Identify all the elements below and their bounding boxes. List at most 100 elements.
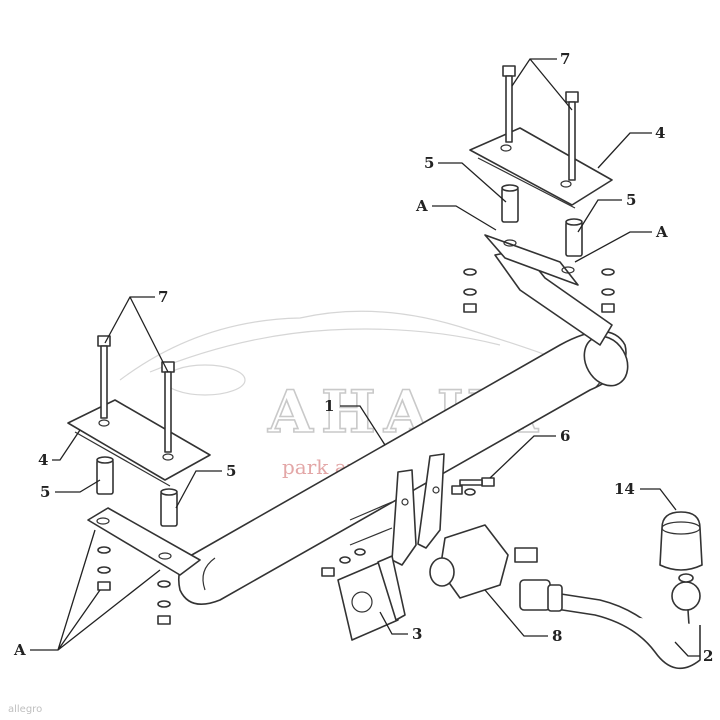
spacer-right-2-top bbox=[565, 218, 583, 226]
leader-Ab bbox=[574, 231, 652, 263]
spacers-right bbox=[501, 184, 583, 257]
spacers-left bbox=[96, 456, 178, 527]
label-8: 8 bbox=[552, 627, 562, 645]
watermark-car-window bbox=[149, 328, 501, 373]
washer-l2 bbox=[97, 566, 111, 574]
washer-r1 bbox=[463, 268, 477, 276]
right-side-arm bbox=[484, 234, 613, 346]
leader-3 bbox=[379, 611, 408, 635]
right-plate-ridge bbox=[477, 157, 576, 209]
socket-plate bbox=[337, 555, 406, 641]
watermark-car-wheel bbox=[164, 364, 246, 396]
nut-r1 bbox=[463, 303, 477, 313]
label-A-top-right: A bbox=[655, 223, 668, 241]
label-4-left: 4 bbox=[38, 451, 48, 469]
tow-bracket bbox=[349, 453, 445, 566]
bolt-shank-l-1 bbox=[100, 345, 108, 419]
bolts-top-right bbox=[502, 65, 579, 181]
bolt-set-6 bbox=[321, 477, 495, 577]
upper-right-plate bbox=[469, 127, 613, 209]
right-plate-hole-1 bbox=[503, 239, 517, 247]
label-2: 2 bbox=[703, 647, 713, 665]
watermark-car-roof bbox=[119, 310, 561, 381]
washer-l4 bbox=[157, 600, 171, 608]
spacer-right-1 bbox=[501, 187, 519, 223]
neck-arm-inner bbox=[529, 604, 701, 670]
label-3: 3 bbox=[412, 625, 422, 643]
left-plate-hole-2 bbox=[158, 552, 172, 560]
label-1: 1 bbox=[324, 397, 334, 415]
bracket-stays bbox=[349, 501, 393, 546]
neck-mount-block bbox=[519, 579, 551, 611]
label-A-left: A bbox=[13, 641, 26, 659]
label-14: 14 bbox=[614, 480, 635, 498]
leader-4a bbox=[597, 132, 652, 169]
leader-Aa bbox=[432, 205, 497, 231]
label-A-top-left: A bbox=[415, 197, 428, 215]
part-labels: 7 4 5 5 A A 7 4 5 5 A 1 6 3 8 14 2 bbox=[13, 50, 713, 665]
washer-l3 bbox=[157, 580, 171, 588]
right-mount-plate-a bbox=[484, 234, 579, 286]
leader-lines bbox=[30, 58, 700, 657]
leader-Ac bbox=[30, 529, 161, 651]
upper-left-plate bbox=[67, 399, 211, 487]
bolt-head-tr-1 bbox=[502, 65, 516, 77]
leader-14 bbox=[640, 488, 677, 511]
label-5-top-right: 5 bbox=[626, 191, 636, 209]
left-lower-plate bbox=[87, 507, 201, 576]
cross-beam bbox=[177, 330, 629, 606]
tow-ball bbox=[671, 581, 701, 611]
cross-beam-left-end bbox=[202, 557, 216, 591]
leader-1 bbox=[340, 405, 386, 446]
label-7-left: 7 bbox=[158, 288, 168, 306]
washer-r3 bbox=[601, 268, 615, 276]
left-plate-bolt-hole-1 bbox=[98, 419, 110, 427]
leader-5a bbox=[438, 162, 507, 203]
left-plate-bolt-hole-2 bbox=[162, 453, 174, 461]
bracket-hole-1 bbox=[401, 498, 409, 506]
leader-8 bbox=[484, 589, 548, 637]
tow-ball-neck bbox=[519, 573, 701, 670]
washer-lower-1 bbox=[339, 556, 351, 564]
leader-5c bbox=[55, 479, 101, 493]
leader-4b bbox=[52, 429, 81, 461]
socket-face bbox=[429, 557, 455, 587]
washer-l1 bbox=[97, 546, 111, 554]
socket-plate-hole bbox=[351, 591, 373, 613]
label-5-left: 5 bbox=[40, 483, 50, 501]
tow-ball-stem bbox=[678, 573, 694, 583]
ball-cover bbox=[659, 511, 703, 571]
spacer-left-2 bbox=[160, 491, 178, 527]
nut-6 bbox=[451, 485, 463, 495]
bolt-shank-tr-1 bbox=[505, 75, 513, 143]
nuts-left bbox=[97, 546, 171, 625]
washer-r4 bbox=[601, 288, 615, 296]
left-plate-hole-1 bbox=[96, 517, 110, 525]
leader-5b bbox=[577, 199, 622, 233]
washer-lower-2 bbox=[354, 548, 366, 556]
label-4-top: 4 bbox=[655, 124, 665, 142]
leader-2 bbox=[674, 641, 700, 657]
label-6: 6 bbox=[560, 427, 570, 445]
left-mount-plate bbox=[87, 507, 201, 576]
label-5-left-right: 5 bbox=[226, 462, 236, 480]
ball-cover-rim bbox=[661, 521, 701, 535]
spacer-left-2-top bbox=[160, 488, 178, 496]
ball-cover-body bbox=[659, 511, 703, 571]
spacer-left-1-top bbox=[96, 456, 114, 464]
neck-collar bbox=[547, 584, 563, 612]
bolt-6-shank bbox=[459, 479, 483, 486]
leader-6 bbox=[489, 435, 556, 479]
right-plate-bolt-hole-2 bbox=[560, 180, 572, 188]
bolt-shank-tr-2 bbox=[568, 101, 576, 181]
bracket-plate-right bbox=[417, 453, 445, 549]
spacer-right-2 bbox=[565, 221, 583, 257]
image-credit: allegro bbox=[8, 704, 42, 715]
bolt-head-tr-2 bbox=[565, 91, 579, 103]
bracket-plate-left bbox=[391, 469, 417, 566]
socket-plate-flange bbox=[377, 555, 406, 621]
right-plate-hole-2 bbox=[561, 266, 575, 274]
leader-7b bbox=[104, 296, 169, 373]
